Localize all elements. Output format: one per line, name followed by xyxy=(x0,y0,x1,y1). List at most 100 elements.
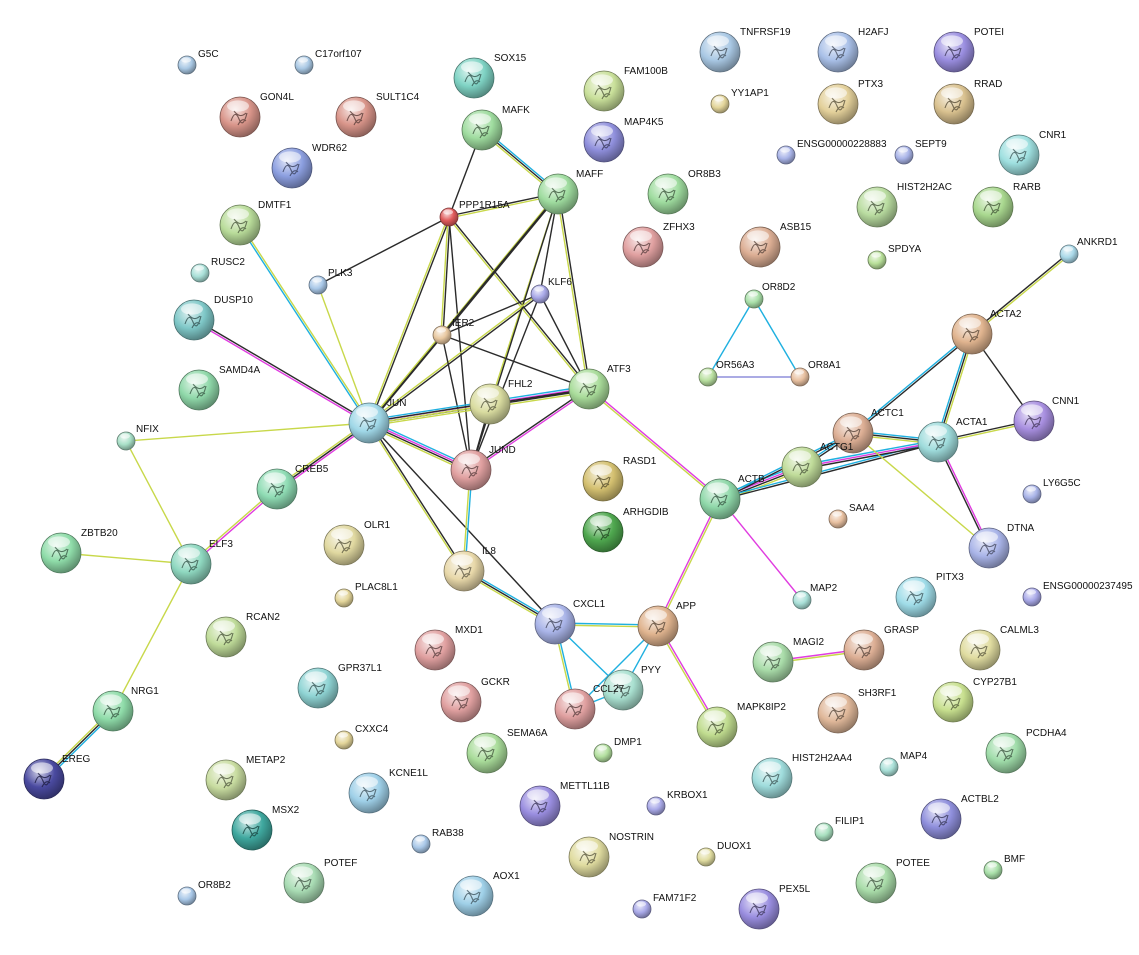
node-nfix[interactable]: NFIX xyxy=(116,424,159,451)
node-ankrd1[interactable]: ANKRD1 xyxy=(1059,237,1118,264)
node-asb15[interactable]: ASB15 xyxy=(739,222,812,268)
node-or8a1[interactable]: OR8A1 xyxy=(790,360,841,387)
node-fam71f2[interactable]: FAM71F2 xyxy=(632,893,697,919)
node-fhl2[interactable]: FHL2 xyxy=(469,379,533,425)
node-creb5[interactable]: CREB5 xyxy=(256,464,329,510)
node-saa4[interactable]: SAA4 xyxy=(828,503,875,529)
node-mettl11b[interactable]: METTL11B xyxy=(519,781,610,827)
node-gpr37l1[interactable]: GPR37L1 xyxy=(297,663,382,709)
node-gon4l[interactable]: GON4L xyxy=(219,92,294,138)
node-plk3[interactable]: PLK3 xyxy=(308,268,353,295)
node-potei[interactable]: POTEI xyxy=(933,27,1004,73)
node-sept9[interactable]: SEPT9 xyxy=(894,139,947,165)
node-hist2h2aa4[interactable]: HIST2H2AA4 xyxy=(751,753,852,799)
node-actb[interactable]: ACTB xyxy=(699,474,765,520)
node-jund[interactable]: JUND xyxy=(450,445,516,491)
node-ensg00000228883[interactable]: ENSG00000228883 xyxy=(776,139,887,165)
node-pex5l[interactable]: PEX5L xyxy=(738,884,811,930)
node-sox15[interactable]: SOX15 xyxy=(453,53,527,99)
node-spdya[interactable]: SPDYA xyxy=(867,244,921,270)
node-ereg[interactable]: EREG xyxy=(23,754,91,800)
node-sema6a[interactable]: SEMA6A xyxy=(466,728,548,774)
node-acta2[interactable]: ACTA2 xyxy=(951,309,1022,355)
node-aox1[interactable]: AOX1 xyxy=(452,871,520,917)
node-c17orf107[interactable]: C17orf107 xyxy=(294,49,362,75)
node-or8b2[interactable]: OR8B2 xyxy=(177,880,231,906)
node-il8[interactable]: IL8 xyxy=(443,546,496,592)
node-olr1[interactable]: OLR1 xyxy=(323,520,391,566)
node-wdr62[interactable]: WDR62 xyxy=(271,143,347,189)
node-map4[interactable]: MAP4 xyxy=(879,751,928,777)
node-hist2h2ac[interactable]: HIST2H2AC xyxy=(856,182,952,228)
node-duox1[interactable]: DUOX1 xyxy=(696,841,752,867)
node-or8b3[interactable]: OR8B3 xyxy=(647,169,721,215)
node-ly6g5c[interactable]: LY6G5C xyxy=(1022,478,1081,504)
node-ensg00000237495[interactable]: ENSG00000237495 xyxy=(1022,581,1133,607)
node-dmtf1[interactable]: DMTF1 xyxy=(219,200,292,246)
node-pcdha4[interactable]: PCDHA4 xyxy=(985,728,1067,774)
node-calml3[interactable]: CALML3 xyxy=(959,625,1039,671)
node-rasd1[interactable]: RASD1 xyxy=(582,456,657,502)
node-bmf[interactable]: BMF xyxy=(983,854,1025,880)
node-cxxc4[interactable]: CXXC4 xyxy=(334,724,389,750)
node-pyy[interactable]: PYY xyxy=(602,665,661,711)
node-ier2[interactable]: IER2 xyxy=(432,318,475,345)
node-g5c[interactable]: G5C xyxy=(177,49,219,75)
node-dtna[interactable]: DTNA xyxy=(968,523,1035,569)
node-atf3[interactable]: ATF3 xyxy=(568,364,631,410)
node-zfhx3[interactable]: ZFHX3 xyxy=(622,222,695,268)
node-rrad[interactable]: RRAD xyxy=(933,79,1002,125)
node-map4k5[interactable]: MAP4K5 xyxy=(583,117,664,163)
node-gckr[interactable]: GCKR xyxy=(440,677,510,723)
node-cyp27b1[interactable]: CYP27B1 xyxy=(932,677,1017,723)
node-mxd1[interactable]: MXD1 xyxy=(414,625,483,671)
node-rcan2[interactable]: RCAN2 xyxy=(205,612,280,658)
node-potee[interactable]: POTEE xyxy=(855,858,930,904)
node-tnfrsf19[interactable]: TNFRSF19 xyxy=(699,27,791,73)
node-or56a3[interactable]: OR56A3 xyxy=(698,360,755,387)
node-sh3rf1[interactable]: SH3RF1 xyxy=(817,688,897,734)
node-actbl2[interactable]: ACTBL2 xyxy=(920,794,999,840)
node-rab38[interactable]: RAB38 xyxy=(411,828,464,854)
node-elf3[interactable]: ELF3 xyxy=(170,539,233,585)
node-or8d2[interactable]: OR8D2 xyxy=(744,282,796,309)
node-dmp1[interactable]: DMP1 xyxy=(593,737,642,763)
node-nostrin[interactable]: NOSTRIN xyxy=(568,832,654,878)
node-ppp1r15a[interactable]: PPP1R15A xyxy=(439,200,510,227)
node-cnr1[interactable]: CNR1 xyxy=(998,130,1067,176)
node-filip1[interactable]: FILIP1 xyxy=(814,816,865,842)
node-h2afj[interactable]: H2AFJ xyxy=(817,27,889,73)
node-zbtb20[interactable]: ZBTB20 xyxy=(40,528,118,574)
node-fam100b[interactable]: FAM100B xyxy=(583,66,668,112)
node-cxcl1[interactable]: CXCL1 xyxy=(534,599,606,645)
node-plac8l1[interactable]: PLAC8L1 xyxy=(334,582,398,608)
node-jun[interactable]: JUN xyxy=(348,398,406,444)
node-rusc2[interactable]: RUSC2 xyxy=(190,257,245,283)
node-yy1ap1[interactable]: YY1AP1 xyxy=(710,88,769,114)
node-acta1[interactable]: ACTA1 xyxy=(917,417,988,463)
node-ccl27[interactable]: CCL27 xyxy=(554,684,625,730)
node-klf6[interactable]: KLF6 xyxy=(530,277,572,304)
node-actg1[interactable]: ACTG1 xyxy=(781,442,854,488)
node-mapk8ip2[interactable]: MAPK8IP2 xyxy=(696,702,786,748)
node-ptx3[interactable]: PTX3 xyxy=(817,79,883,125)
node-samd4a[interactable]: SAMD4A xyxy=(178,365,260,411)
node-maff[interactable]: MAFF xyxy=(537,169,603,215)
node-grasp[interactable]: GRASP xyxy=(843,625,919,671)
node-nrg1[interactable]: NRG1 xyxy=(92,686,159,732)
node-dusp10[interactable]: DUSP10 xyxy=(173,295,253,341)
node-cnn1[interactable]: CNN1 xyxy=(1013,396,1080,442)
node-map2[interactable]: MAP2 xyxy=(792,583,838,610)
node-potef[interactable]: POTEF xyxy=(283,858,357,904)
node-actc1[interactable]: ACTC1 xyxy=(832,408,904,454)
node-msx2[interactable]: MSX2 xyxy=(231,805,300,851)
node-sult1c4[interactable]: SULT1C4 xyxy=(335,92,420,138)
node-mafk[interactable]: MAFK xyxy=(461,105,530,151)
node-arhgdib[interactable]: ARHGDIB xyxy=(582,507,669,553)
node-krbox1[interactable]: KRBOX1 xyxy=(646,790,708,816)
node-metap2[interactable]: METAP2 xyxy=(205,755,286,801)
node-kcne1l[interactable]: KCNE1L xyxy=(348,768,428,814)
node-rarb[interactable]: RARB xyxy=(972,182,1041,228)
node-app[interactable]: APP xyxy=(637,601,696,647)
node-magi2[interactable]: MAGI2 xyxy=(752,637,825,683)
